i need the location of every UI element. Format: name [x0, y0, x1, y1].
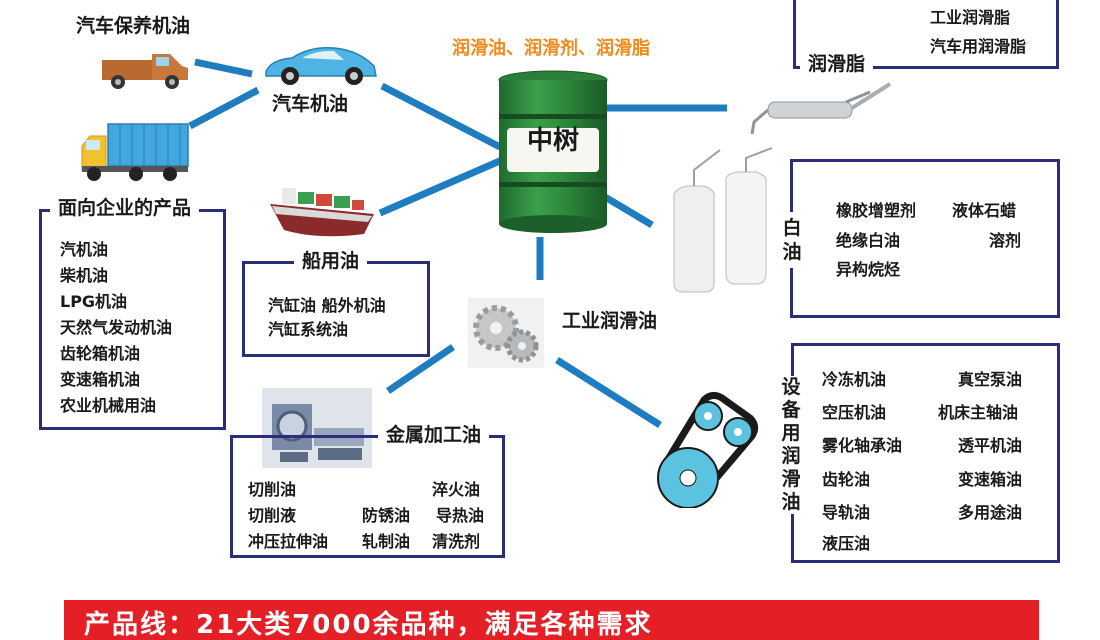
list-item: 机床主轴油: [938, 403, 1019, 422]
list-item: 防锈油: [362, 506, 411, 525]
list-item: 变速箱机油: [60, 370, 141, 389]
product-line-banner: 产品线：21大类7000余品种，满足各种需求: [64, 600, 1039, 640]
list-item: 汽机油: [60, 240, 109, 259]
title-char: 设: [781, 376, 801, 398]
enterprise-title: 面向企业的产品: [50, 199, 200, 218]
white-oil-title: 白油: [780, 212, 804, 268]
title-char: 油: [781, 491, 801, 513]
list-item: 溶剂: [989, 231, 1022, 250]
grease-title: 润滑脂: [800, 55, 874, 74]
list-item: 汽缸系统油: [268, 320, 349, 339]
list-item: 透平机油: [958, 436, 1023, 455]
machine-tool-icon: [262, 388, 372, 468]
list-item: 绝缘白油: [836, 231, 901, 250]
list-item: LPG机油: [60, 292, 128, 311]
grease-gun-icon: [750, 82, 892, 135]
connector-line: [378, 156, 504, 217]
list-item: 轧制油: [362, 532, 411, 551]
title-char: 润: [781, 445, 801, 467]
list-item: 多用途油: [958, 503, 1023, 522]
list-item: 导轨油: [822, 503, 871, 522]
list-item: 真空泵油: [958, 370, 1023, 389]
grease-box: [793, 0, 1059, 69]
list-item: 淬火油: [432, 480, 481, 499]
list-item: 冷冻机油: [822, 370, 887, 389]
list-item: 清洗剂: [432, 532, 481, 551]
list-item: 液压油: [822, 534, 871, 553]
title-char: 备: [781, 399, 801, 421]
list-item: 切削油: [248, 480, 297, 499]
list-item: 雾化轴承油: [822, 436, 903, 455]
list-item: 橡胶增塑剂: [836, 201, 917, 220]
list-item: 工业润滑脂: [930, 8, 1011, 27]
car-maintenance-label: 汽车保养机油: [76, 15, 191, 37]
ship-oil-title: 船用油: [294, 252, 368, 271]
equipment-oil-title: 设 备 用 润 滑 油: [780, 376, 802, 514]
belt-pulley-icon: [657, 391, 759, 508]
title-char: 滑: [781, 468, 801, 490]
wash-bottle-icon: [673, 147, 773, 293]
brand-label: 中树: [526, 126, 579, 156]
sports-car-icon: [265, 46, 377, 85]
pickup-truck-icon: [102, 54, 188, 89]
metalworking-title: 金属加工油: [378, 426, 490, 445]
list-item: 天然气发动机油: [60, 318, 173, 337]
list-item: 柴机油: [60, 266, 109, 285]
connector-line: [380, 82, 502, 151]
list-item: 液体石蜡: [952, 201, 1017, 220]
title-char: 用: [781, 422, 801, 444]
list-item: 齿轮油: [822, 470, 871, 489]
gears-icon: [468, 298, 544, 368]
list-item: 汽缸油 船外机油: [268, 296, 386, 315]
oil-barrel-icon: [498, 70, 608, 233]
connector-line: [188, 86, 260, 130]
list-item: 切削液: [248, 506, 297, 525]
connector-line: [555, 357, 662, 428]
list-item: 冲压拉伸油: [248, 532, 329, 551]
car-oil-label: 汽车机油: [272, 93, 349, 115]
list-item: 汽车用润滑脂: [930, 37, 1027, 56]
list-item: 导热油: [436, 506, 485, 525]
connector-line: [194, 58, 253, 78]
center-title: 润滑油、润滑剂、润滑脂: [452, 38, 650, 59]
list-item: 空压机油: [822, 403, 887, 422]
list-item: 异构烷烃: [836, 260, 901, 279]
container-truck-icon: [81, 123, 189, 181]
connector-line: [386, 344, 455, 394]
industrial-lubricant-label: 工业润滑油: [562, 310, 658, 332]
metalworking-box: [230, 435, 505, 558]
list-item: 齿轮箱机油: [60, 344, 141, 363]
connector-lines: [188, 58, 727, 428]
connector-line: [603, 193, 654, 229]
cargo-ship-icon: [270, 188, 374, 237]
white-oil-label: 白油: [782, 217, 802, 263]
list-item: 农业机械用油: [60, 396, 157, 415]
list-item: 变速箱油: [958, 470, 1023, 489]
